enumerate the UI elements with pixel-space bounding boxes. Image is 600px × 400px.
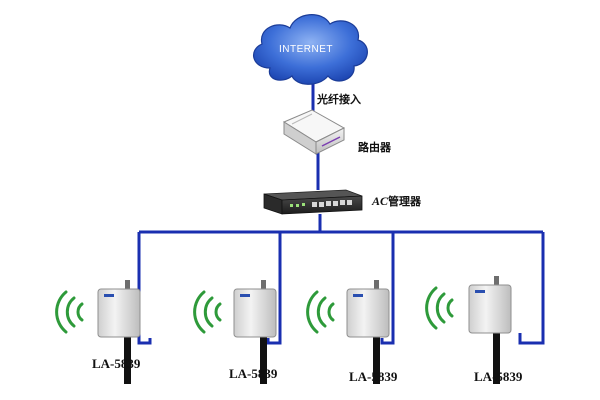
- ap-enclosure-icon: [97, 288, 141, 338]
- ac-label-suffix: 管理器: [388, 195, 422, 208]
- ap-antenna: [374, 280, 379, 294]
- ap-antenna: [125, 280, 130, 294]
- ap-model-label: LA-5839: [92, 356, 141, 371]
- network-links: [137, 84, 545, 345]
- router-icon: [282, 109, 346, 155]
- link-ap-3: [380, 232, 395, 345]
- ap-pole: [124, 336, 131, 384]
- ap-model-label: LA-5839: [349, 369, 398, 384]
- ac-manager-label: AC管理器: [372, 193, 421, 209]
- fiber-access-label: 光纤接入: [317, 93, 361, 106]
- ap-model-label: LA-5839: [229, 366, 278, 381]
- router-label: 路由器: [358, 141, 391, 154]
- ap-enclosure-icon: [468, 284, 512, 334]
- ap-device-2: [233, 280, 277, 384]
- wifi-signal-icon: [55, 290, 84, 334]
- wifi-signal-icon: [306, 290, 335, 334]
- ap-enclosure-icon: [346, 288, 390, 338]
- ap-device-4: [468, 276, 512, 384]
- internet-label: INTERNET: [279, 44, 333, 55]
- link-ap-4: [518, 232, 545, 345]
- ap-antenna: [261, 280, 266, 294]
- ap-pole: [373, 336, 380, 384]
- ap-pole: [260, 336, 267, 384]
- ap-device-3: [346, 280, 390, 384]
- ac-label-prefix: AC: [372, 194, 389, 208]
- link-ap-2: [266, 232, 282, 345]
- ap-antenna: [494, 276, 499, 290]
- ap-device-1: [97, 280, 141, 384]
- ap-enclosure-icon: [233, 288, 277, 338]
- ap-pole: [493, 332, 500, 384]
- ap-model-label: LA-5839: [474, 369, 523, 384]
- internet-cloud-icon: [253, 14, 368, 85]
- wifi-signal-icon: [425, 286, 454, 330]
- link-ap-1: [137, 232, 152, 345]
- ac-manager-switch-icon: [263, 189, 363, 215]
- wifi-signal-icon: [193, 290, 222, 334]
